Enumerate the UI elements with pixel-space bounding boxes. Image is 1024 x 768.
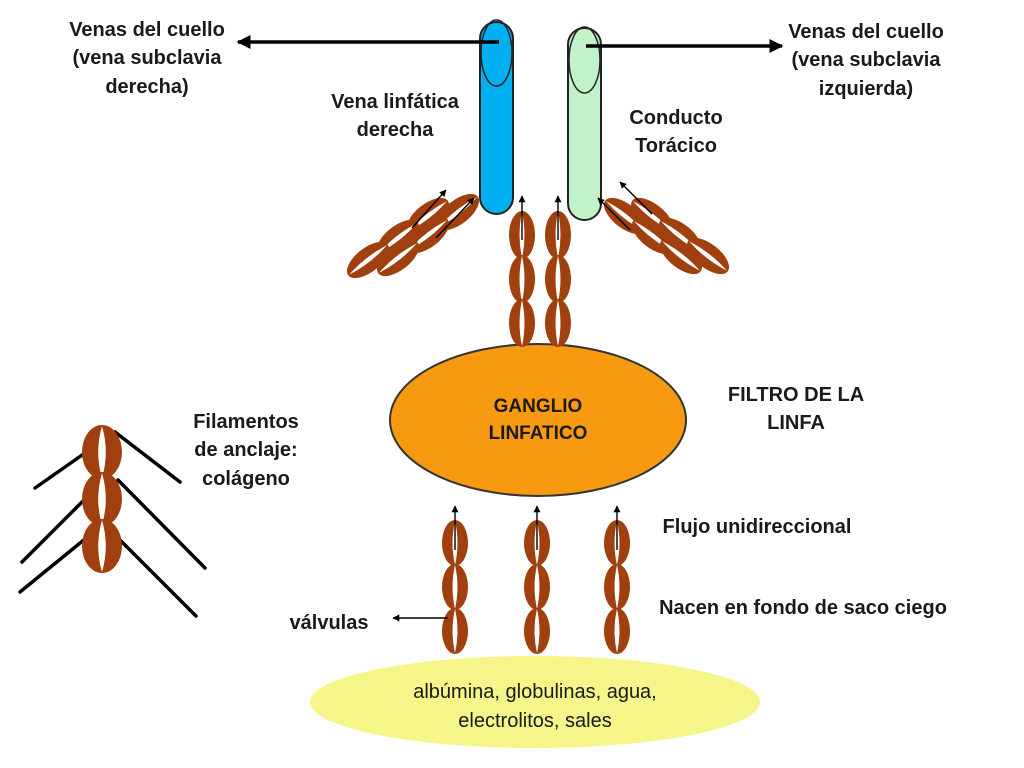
lymph-node-shape <box>389 343 687 497</box>
thoracic-duct <box>567 26 602 221</box>
anchored-capillary-valve-1 <box>82 425 122 479</box>
afferent-vessel-2-valve-2 <box>524 564 550 610</box>
efferent-vessel-2-valve-2 <box>545 255 571 303</box>
efferent-vessel-2-valve-3 <box>545 299 571 347</box>
efferent-vessel-1-valve-2 <box>509 255 535 303</box>
flow-arrows <box>392 181 653 622</box>
afferent-vessel-1-valve-2 <box>442 564 468 610</box>
label-neck-veins-right: Venas del cuello (vena subclavia derecha… <box>69 19 225 98</box>
left-vessel-upper-valve-3 <box>659 237 703 275</box>
efferent-vessel-1-valve-3 <box>509 299 535 347</box>
afferent-vessel-2-valve-3 <box>524 608 550 654</box>
label-right-lymphatic-vein: Vena linfática derecha <box>331 91 459 142</box>
afferent-vessel-1-valve-3 <box>442 608 468 654</box>
label-lymph-filter: FILTRO DE LA LINFA <box>727 384 865 435</box>
anchored-capillary-valve-3 <box>82 519 122 573</box>
label-thoracic-duct: Conducto Torácico <box>629 107 723 158</box>
left-vessel-lower-valve-3 <box>686 237 730 275</box>
label-anchor-filaments: Filamentos de anclaje: colágeno <box>193 411 299 490</box>
label-interstitial-fluid: albúmina, globulinas, agua, electrolitos… <box>413 681 657 732</box>
afferent-vessel-3-valve-2 <box>604 564 630 610</box>
label-blind-sac-origin: Nacen en fondo de saco ciego <box>659 597 947 619</box>
label-unidirectional-flow: Flujo unidireccional <box>662 516 852 538</box>
lymphatic-vessels <box>82 193 730 654</box>
label-lymph-node: GANGLIO LINFATICO <box>488 396 588 444</box>
right-vessel-lower-valve-3 <box>376 239 420 277</box>
right-lymphatic-vein <box>479 19 514 215</box>
interstitial-fluid-pool <box>310 656 760 748</box>
label-neck-veins-left: Venas del cuello (vena subclavia izquier… <box>788 21 944 100</box>
right-vessel-upper-valve-3 <box>346 241 390 279</box>
anchored-capillary-valve-2 <box>82 472 122 526</box>
afferent-vessel-3-valve-3 <box>604 608 630 654</box>
label-valves: válvulas <box>289 612 369 634</box>
